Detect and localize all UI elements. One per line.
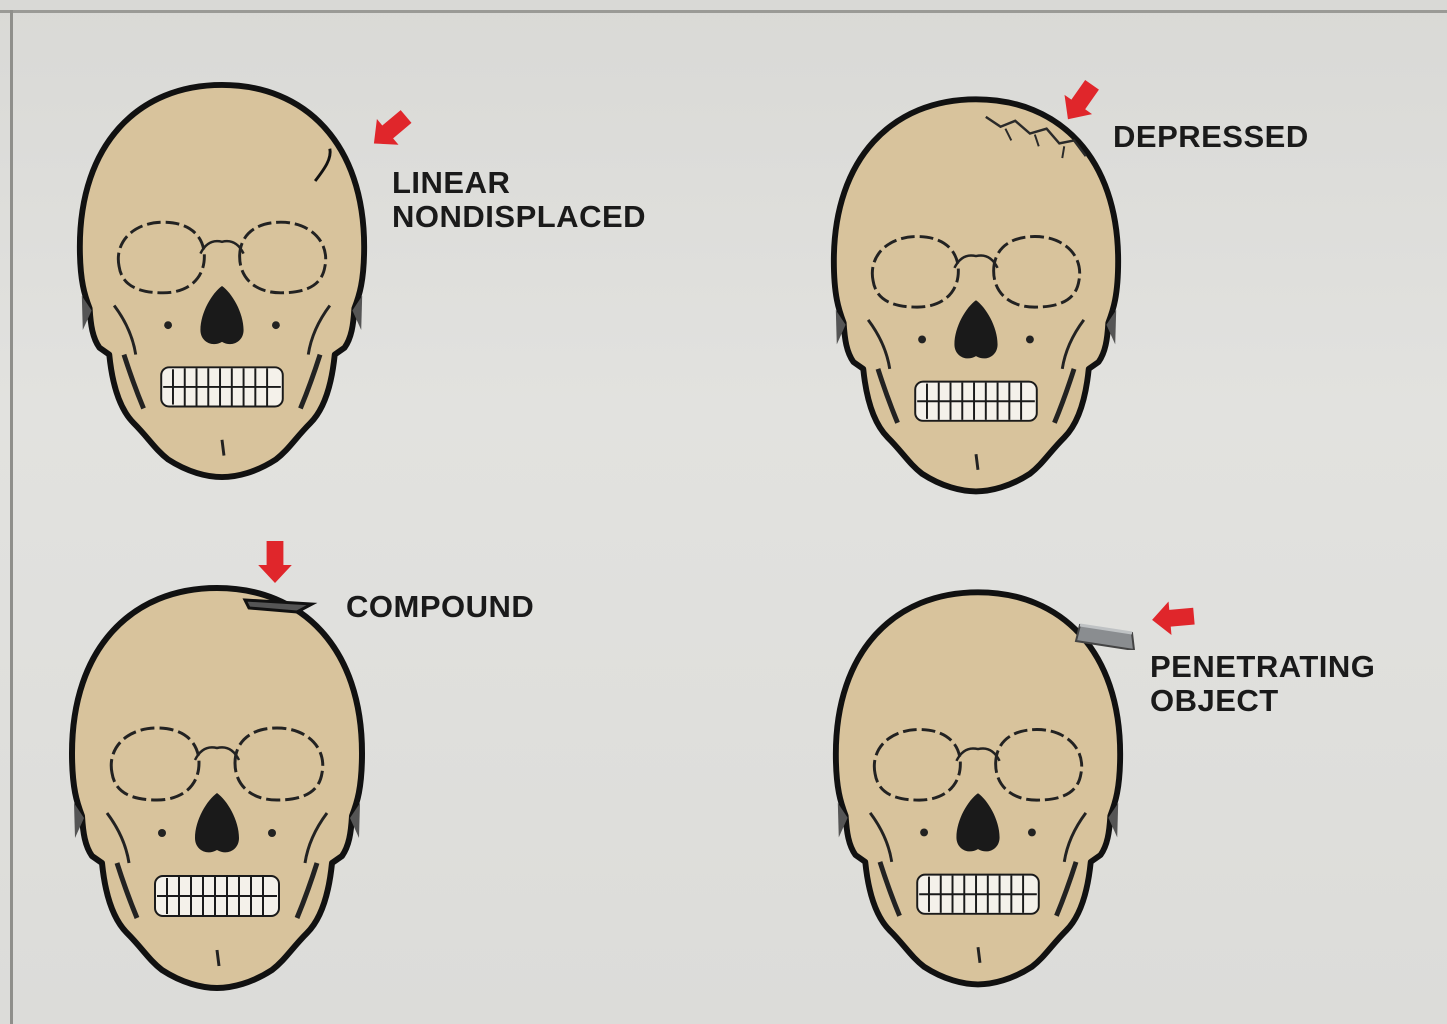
arrow-penetrating-icon	[1138, 593, 1208, 643]
label-penetrating-line1: PENETRATING	[1150, 650, 1375, 684]
skull-compound	[62, 585, 372, 1024]
label-penetrating-object: PENETRATING OBJECT	[1150, 650, 1375, 718]
skull-depressed	[826, 92, 1126, 532]
label-depressed: DEPRESSED	[1113, 120, 1309, 154]
arrow-compound-icon	[245, 530, 305, 595]
label-compound: COMPOUND	[346, 590, 534, 624]
label-linear-line2: NONDISPLACED	[392, 200, 646, 234]
skull-linear-nondisplaced	[72, 78, 372, 488]
top-border-rule	[0, 10, 1447, 13]
arrow-depressed-icon	[1045, 72, 1115, 132]
penetrating-object-icon	[1074, 605, 1144, 650]
label-linear-nondisplaced: LINEAR NONDISPLACED	[392, 166, 646, 234]
label-linear-line1: LINEAR	[392, 166, 646, 200]
arrow-linear-icon	[355, 100, 425, 160]
left-border-rule	[10, 10, 13, 1024]
label-penetrating-line2: OBJECT	[1150, 684, 1375, 718]
skull-penetrating-object	[828, 585, 1128, 1024]
